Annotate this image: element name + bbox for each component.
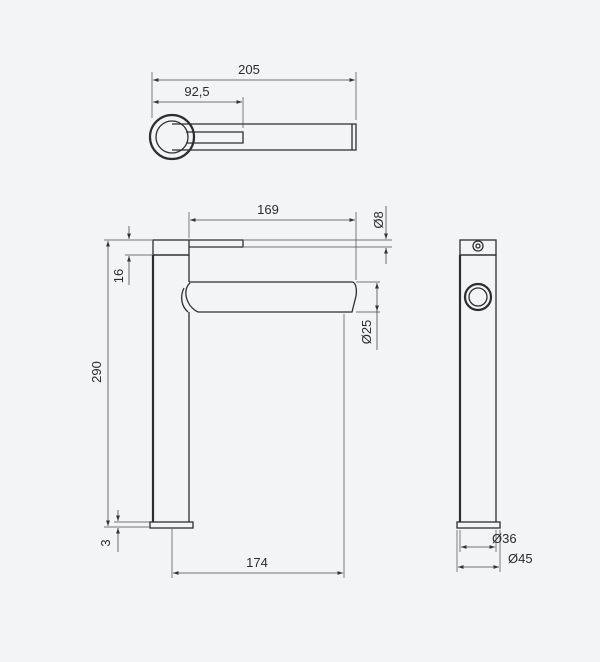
dim-label-205: 205	[238, 62, 260, 77]
dim-label-o36: Ø36	[492, 531, 517, 546]
dim-label-174: 174	[246, 555, 268, 570]
dim-label-92-5: 92,5	[184, 84, 209, 99]
dim-label-16: 16	[111, 269, 126, 283]
dim-label-o45: Ø45	[508, 551, 533, 566]
dim-label-290: 290	[89, 361, 104, 383]
dim-label-o8: Ø8	[371, 211, 386, 228]
dim-label-169: 169	[257, 202, 279, 217]
top-view: 205 92,5	[148, 62, 357, 161]
dim-label-3: 3	[98, 539, 113, 546]
side-view: Ø36 Ø45	[456, 239, 533, 572]
front-view: 169 Ø8 290 16 Ø25 3 174	[89, 202, 392, 578]
dim-label-o25: Ø25	[359, 320, 374, 345]
